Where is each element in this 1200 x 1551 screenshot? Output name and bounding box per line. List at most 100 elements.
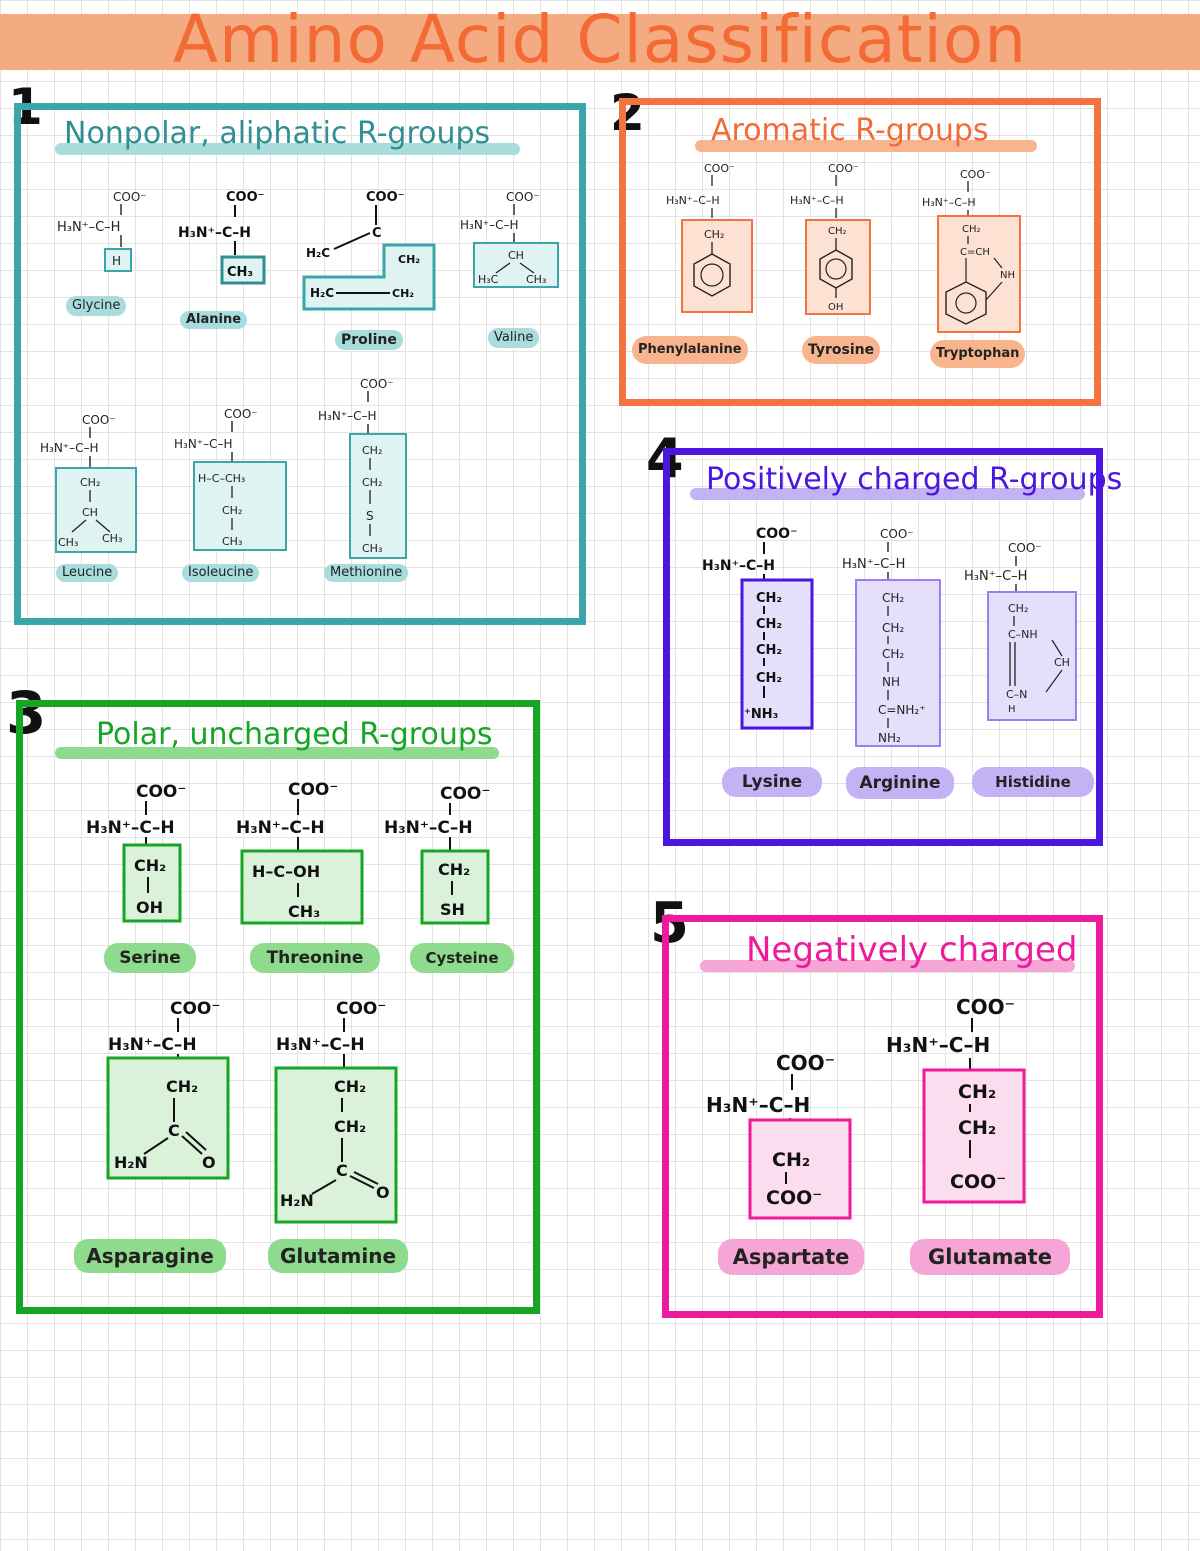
molecule-tyrosine: COO⁻ H₃N⁺–C–H CH₂ OH (788, 158, 888, 318)
asparagine-ch2: CH₂ (166, 1077, 198, 1096)
cysteine-thiol: SH (440, 900, 465, 919)
proline-ring-h2c: H₂C (310, 286, 334, 300)
glutamine-ch2-2: CH₂ (334, 1117, 366, 1136)
asparagine-amide-carbon: C (168, 1121, 180, 1140)
molecule-arginine: COO⁻ H₃N⁺–C–H CH₂ CH₂ CH₂ NH C=NH₂⁺ NH₂ (840, 520, 950, 755)
arginine-nh: NH (882, 675, 900, 689)
lysine-ch2-1: CH₂ (756, 591, 782, 606)
glutamine-amide-n: H₂N (280, 1191, 314, 1210)
arginine-carboxyl: COO⁻ (880, 527, 914, 541)
cysteine-ch2: CH₂ (438, 860, 470, 879)
molecule-isoleucine: COO⁻ H₃N⁺–C–H H–C–CH₃ CH₂ CH₃ (172, 402, 292, 554)
molecule-cysteine: COO⁻ H₃N⁺–C–H CH₂ SH (382, 775, 502, 925)
arginine-ch2-3: CH₂ (882, 647, 904, 661)
serine-ch2: CH₂ (134, 856, 166, 875)
molecule-methionine: COO⁻ H₃N⁺–C–H CH₂ CH₂ S CH₃ (316, 372, 426, 562)
aspartate-alpha-carbon: H₃N⁺–C–H (706, 1093, 810, 1117)
molecule-serine: COO⁻ H₃N⁺–C–H CH₂ OH (84, 775, 194, 925)
label-glutamine: Glutamine (268, 1239, 408, 1273)
molecule-histidine: COO⁻ H₃N⁺–C–H CH₂ C–NH CH C–N H (962, 532, 1082, 727)
leucine-ch2: CH₂ (80, 476, 100, 489)
glutamate-carboxyl: COO⁻ (956, 995, 1015, 1019)
section-3-number: 3 (6, 679, 47, 747)
molecule-aspartate: COO⁻ H₃N⁺–C–H CH₂ COO⁻ (706, 1040, 866, 1225)
threonine-alpha-carbon: H₃N⁺–C–H (236, 818, 325, 838)
section-2-number: 2 (610, 84, 645, 142)
molecule-leucine: COO⁻ H₃N⁺–C–H CH₂ CH CH₃ CH₃ (38, 408, 148, 558)
molecule-phenylalanine: COO⁻ H₃N⁺–C–H CH₂ (664, 158, 774, 318)
label-aspartate: Aspartate (718, 1239, 864, 1275)
label-isoleucine: Isoleucine (182, 564, 260, 582)
tyrosine-ch2: CH₂ (828, 226, 847, 237)
molecule-glycine: COO⁻ H₃N⁺–C–H H (55, 185, 165, 280)
section-1-title-highlight (55, 143, 520, 155)
leucine-ch: CH (82, 506, 98, 519)
asparagine-alpha-carbon: H₃N⁺–C–H (108, 1035, 197, 1055)
glutamate-side-carboxyl: COO⁻ (950, 1171, 1006, 1193)
molecule-glutamine: COO⁻ H₃N⁺–C–H CH₂ CH₂ C H₂N O (274, 990, 404, 1230)
histidine-ring-bottom: C–N (1006, 688, 1027, 701)
label-tyrosine: Tyrosine (802, 336, 881, 364)
leucine-carboxyl: COO⁻ (82, 413, 116, 427)
methionine-ch2-2: CH₂ (362, 476, 382, 489)
section-5-number: 5 (650, 891, 689, 956)
glutamine-ch2-1: CH₂ (334, 1077, 366, 1096)
lysine-ch2-3: CH₂ (756, 643, 782, 658)
label-methionine: Methionine (324, 564, 409, 582)
glycine-r-group: H (112, 254, 121, 268)
glutamine-alpha-carbon: H₃N⁺–C–H (276, 1035, 365, 1055)
aspartate-side-carboxyl: COO⁻ (766, 1187, 822, 1209)
label-serine: Serine (104, 943, 196, 973)
histidine-ring-top: C–NH (1008, 628, 1038, 641)
proline-ring-ch2-top: CH₂ (398, 253, 420, 266)
isoleucine-branch: H–C–CH₃ (198, 472, 245, 485)
label-glutamate: Glutamate (910, 1239, 1070, 1275)
section-aromatic-box (619, 98, 1101, 406)
threonine-branch: H–C–OH (252, 862, 320, 881)
molecule-valine: COO⁻ H₃N⁺–C–H CH H₃C CH₃ (458, 185, 568, 295)
histidine-carboxyl: COO⁻ (1008, 541, 1042, 555)
indole-ring-trp (945, 281, 987, 325)
valine-methyl-left: H₃C (478, 273, 499, 286)
methionine-ch3: CH₃ (362, 542, 382, 555)
glutamine-amide-carbon: C (336, 1161, 348, 1180)
molecule-glutamate: COO⁻ H₃N⁺–C–H CH₂ CH₂ COO⁻ (886, 988, 1046, 1210)
molecule-asparagine: COO⁻ H₃N⁺–C–H CH₂ C H₂N O (104, 990, 234, 1190)
asparagine-carboxyl: COO⁻ (170, 999, 220, 1019)
isoleucine-ch2: CH₂ (222, 504, 242, 517)
tyrosine-hydroxyl: OH (828, 302, 843, 313)
valine-methyl-right: CH₃ (526, 273, 546, 286)
tryptophan-carboxyl: COO⁻ (960, 168, 991, 181)
asparagine-amide-n: H₂N (114, 1153, 148, 1172)
methionine-carboxyl: COO⁻ (360, 377, 394, 391)
leucine-alpha-carbon: H₃N⁺–C–H (40, 441, 99, 455)
label-alanine: Alanine (180, 311, 248, 329)
label-asparagine: Asparagine (74, 1239, 226, 1273)
glycine-carboxyl: COO⁻ (113, 190, 147, 204)
molecule-threonine: COO⁻ H₃N⁺–C–H H–C–OH CH₃ (234, 775, 374, 925)
page-title: Amino Acid Classification (172, 1, 1028, 78)
label-arginine: Arginine (846, 767, 954, 799)
section-5-title: Negatively charged (746, 930, 1078, 970)
isoleucine-carboxyl: COO⁻ (224, 407, 258, 421)
section-4-title: Positively charged R-groups (706, 462, 1123, 497)
valine-carboxyl: COO⁻ (506, 190, 540, 204)
glycine-alpha-carbon: H₃N⁺–C–H (57, 220, 120, 235)
phenylalanine-carboxyl: COO⁻ (704, 162, 735, 175)
arginine-ch2-2: CH₂ (882, 621, 904, 635)
benzene-ring-phe (693, 253, 731, 297)
threonine-carboxyl: COO⁻ (288, 780, 338, 800)
methionine-ch2-1: CH₂ (362, 444, 382, 457)
svg-text:H₂C: H₂C (306, 246, 330, 260)
methionine-alpha-carbon: H₃N⁺–C–H (318, 409, 377, 423)
label-lysine: Lysine (722, 767, 822, 797)
histidine-ch2: CH₂ (1008, 602, 1028, 615)
label-threonine: Threonine (250, 943, 380, 973)
serine-hydroxyl: OH (136, 898, 163, 917)
molecule-proline: COO⁻ H₂C C CH₂ H₂C CH₂ (300, 185, 440, 315)
alanine-carboxyl: COO⁻ (226, 190, 265, 205)
histidine-ring-ch: CH (1054, 656, 1070, 669)
tyrosine-alpha-carbon: H₃N⁺–C–H (790, 194, 844, 207)
label-phenylalanine: Phenylalanine (632, 336, 748, 364)
glutamate-ch2-2: CH₂ (958, 1117, 996, 1139)
